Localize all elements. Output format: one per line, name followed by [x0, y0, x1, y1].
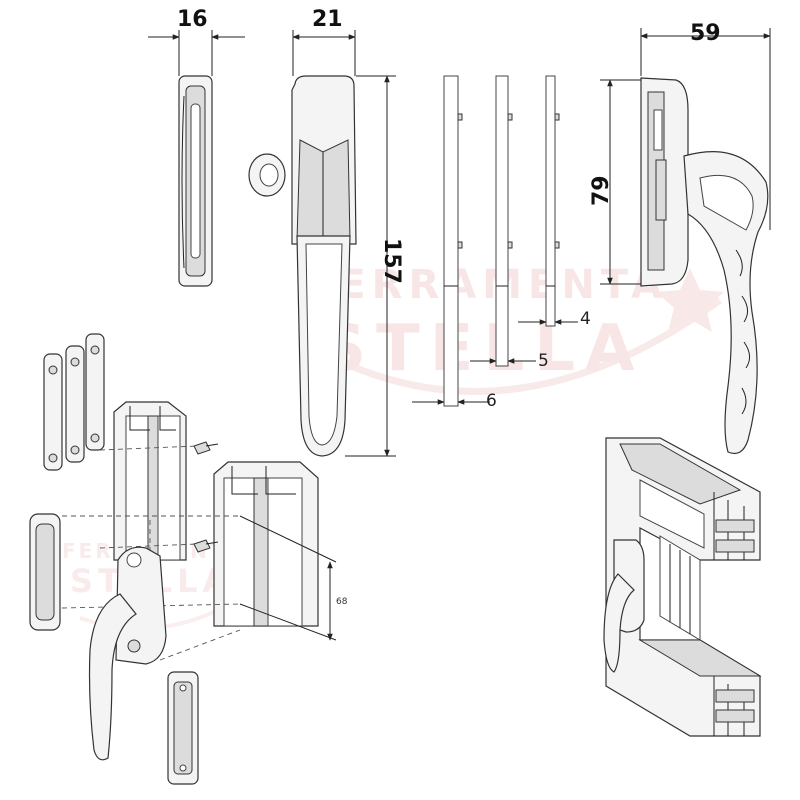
cover-plate: [29, 513, 61, 631]
dimension-side-depth: 59: [690, 21, 721, 46]
dimension-spindle-6: 6: [486, 391, 497, 411]
screws: [193, 441, 219, 553]
frame-profile-right: [213, 461, 319, 627]
dimension-spindle-4: 4: [580, 309, 591, 329]
bottom-plate: [167, 671, 199, 785]
dimension-handle-height: 157: [379, 238, 404, 284]
watermark-line2: STELLA: [320, 312, 645, 386]
dimension-side-height: 79: [589, 175, 614, 206]
handle-side-view: 59 79: [589, 21, 771, 455]
dimension-plate-width: 16: [177, 7, 208, 32]
watermark-line1: FERRAMENTA: [305, 262, 668, 308]
watermark-main: FERRAMENTA STELLA: [298, 262, 724, 395]
exploded-assembly: 68: [29, 333, 348, 785]
handle-front-view: 21 157: [248, 7, 404, 457]
exploded-handle: [88, 546, 167, 761]
frame-profile-left: [113, 401, 187, 561]
dimension-handle-width: 21: [312, 7, 343, 32]
spindle-views: 6 5 4: [412, 75, 591, 411]
dimension-profile-spacing: 68: [336, 597, 348, 607]
backplate-view: 16: [148, 7, 245, 287]
mounting-plates: [43, 333, 105, 471]
frame-corner-assembly: [603, 437, 762, 737]
dimension-spindle-5: 5: [538, 351, 549, 371]
